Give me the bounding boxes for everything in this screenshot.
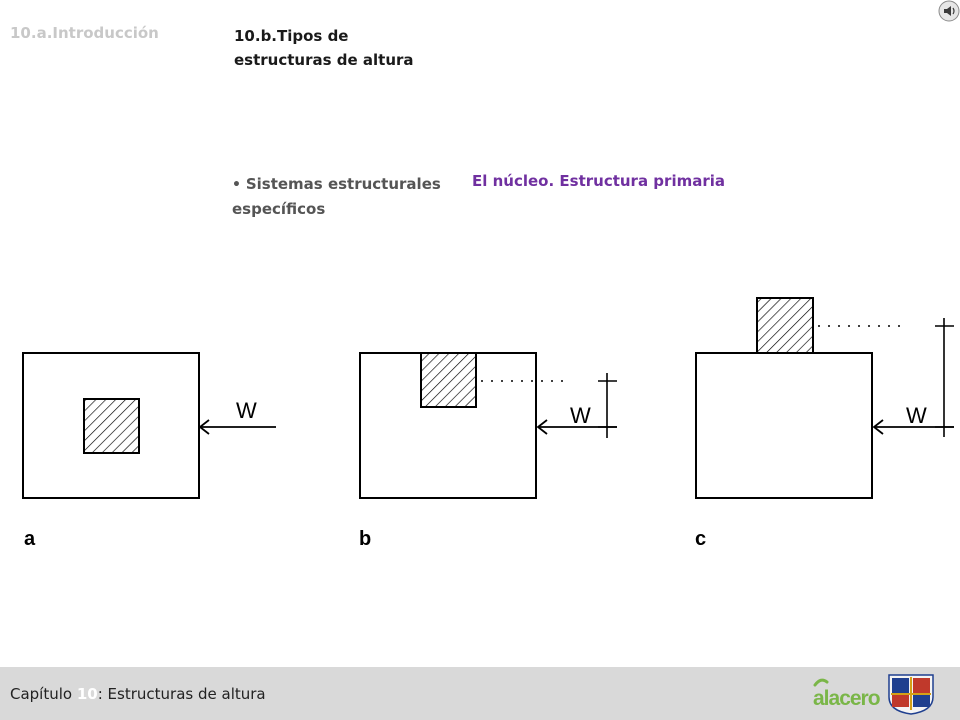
plan-b-load-label: W (570, 403, 591, 428)
chapter-suffix: : Estructuras de altura (97, 685, 266, 703)
label-a: a (24, 528, 36, 550)
nav-prev-section[interactable]: 10.a.Introducción (10, 24, 159, 42)
footer-bar (0, 667, 960, 720)
plan-b-core (420, 352, 477, 408)
plan-b-outline (359, 352, 537, 499)
university-crest-icon (888, 674, 934, 715)
core-position-diagram: W W W (22, 297, 954, 499)
alacero-logo: alacero (813, 678, 881, 710)
plan-c-arrowhead (872, 419, 884, 435)
bullet-item: • Sistemas estructurales específicos (232, 172, 462, 221)
speaker-icon[interactable] (938, 0, 960, 22)
label-c: c (695, 528, 707, 550)
plan-a: W (22, 352, 276, 499)
plan-b-arrowhead (536, 419, 548, 435)
alacero-logo-text: alacero (813, 687, 880, 710)
plan-c-core (756, 297, 814, 354)
chapter-number: 10 (76, 685, 98, 703)
nav-current-section[interactable]: 10.b.Tipos de estructuras de altura (234, 27, 414, 69)
chapter-prefix: Capítulo (10, 685, 77, 703)
plan-a-arrowhead (198, 419, 210, 435)
bullet-text: Sistemas estructurales específicos (232, 175, 441, 218)
plan-b: W (359, 352, 617, 499)
plan-a-load-label: W (236, 398, 257, 423)
plan-c-load-label: W (906, 403, 927, 428)
footer-chapter-title: Capítulo 10: Estructuras de altura (10, 685, 266, 703)
plan-c-outline (695, 352, 873, 499)
slide-subtitle: El núcleo. Estructura primaria (472, 172, 725, 190)
bullet-dot: • (232, 177, 246, 193)
plan-c: W (695, 297, 954, 499)
plan-a-core (83, 398, 140, 454)
label-b: b (359, 528, 372, 550)
